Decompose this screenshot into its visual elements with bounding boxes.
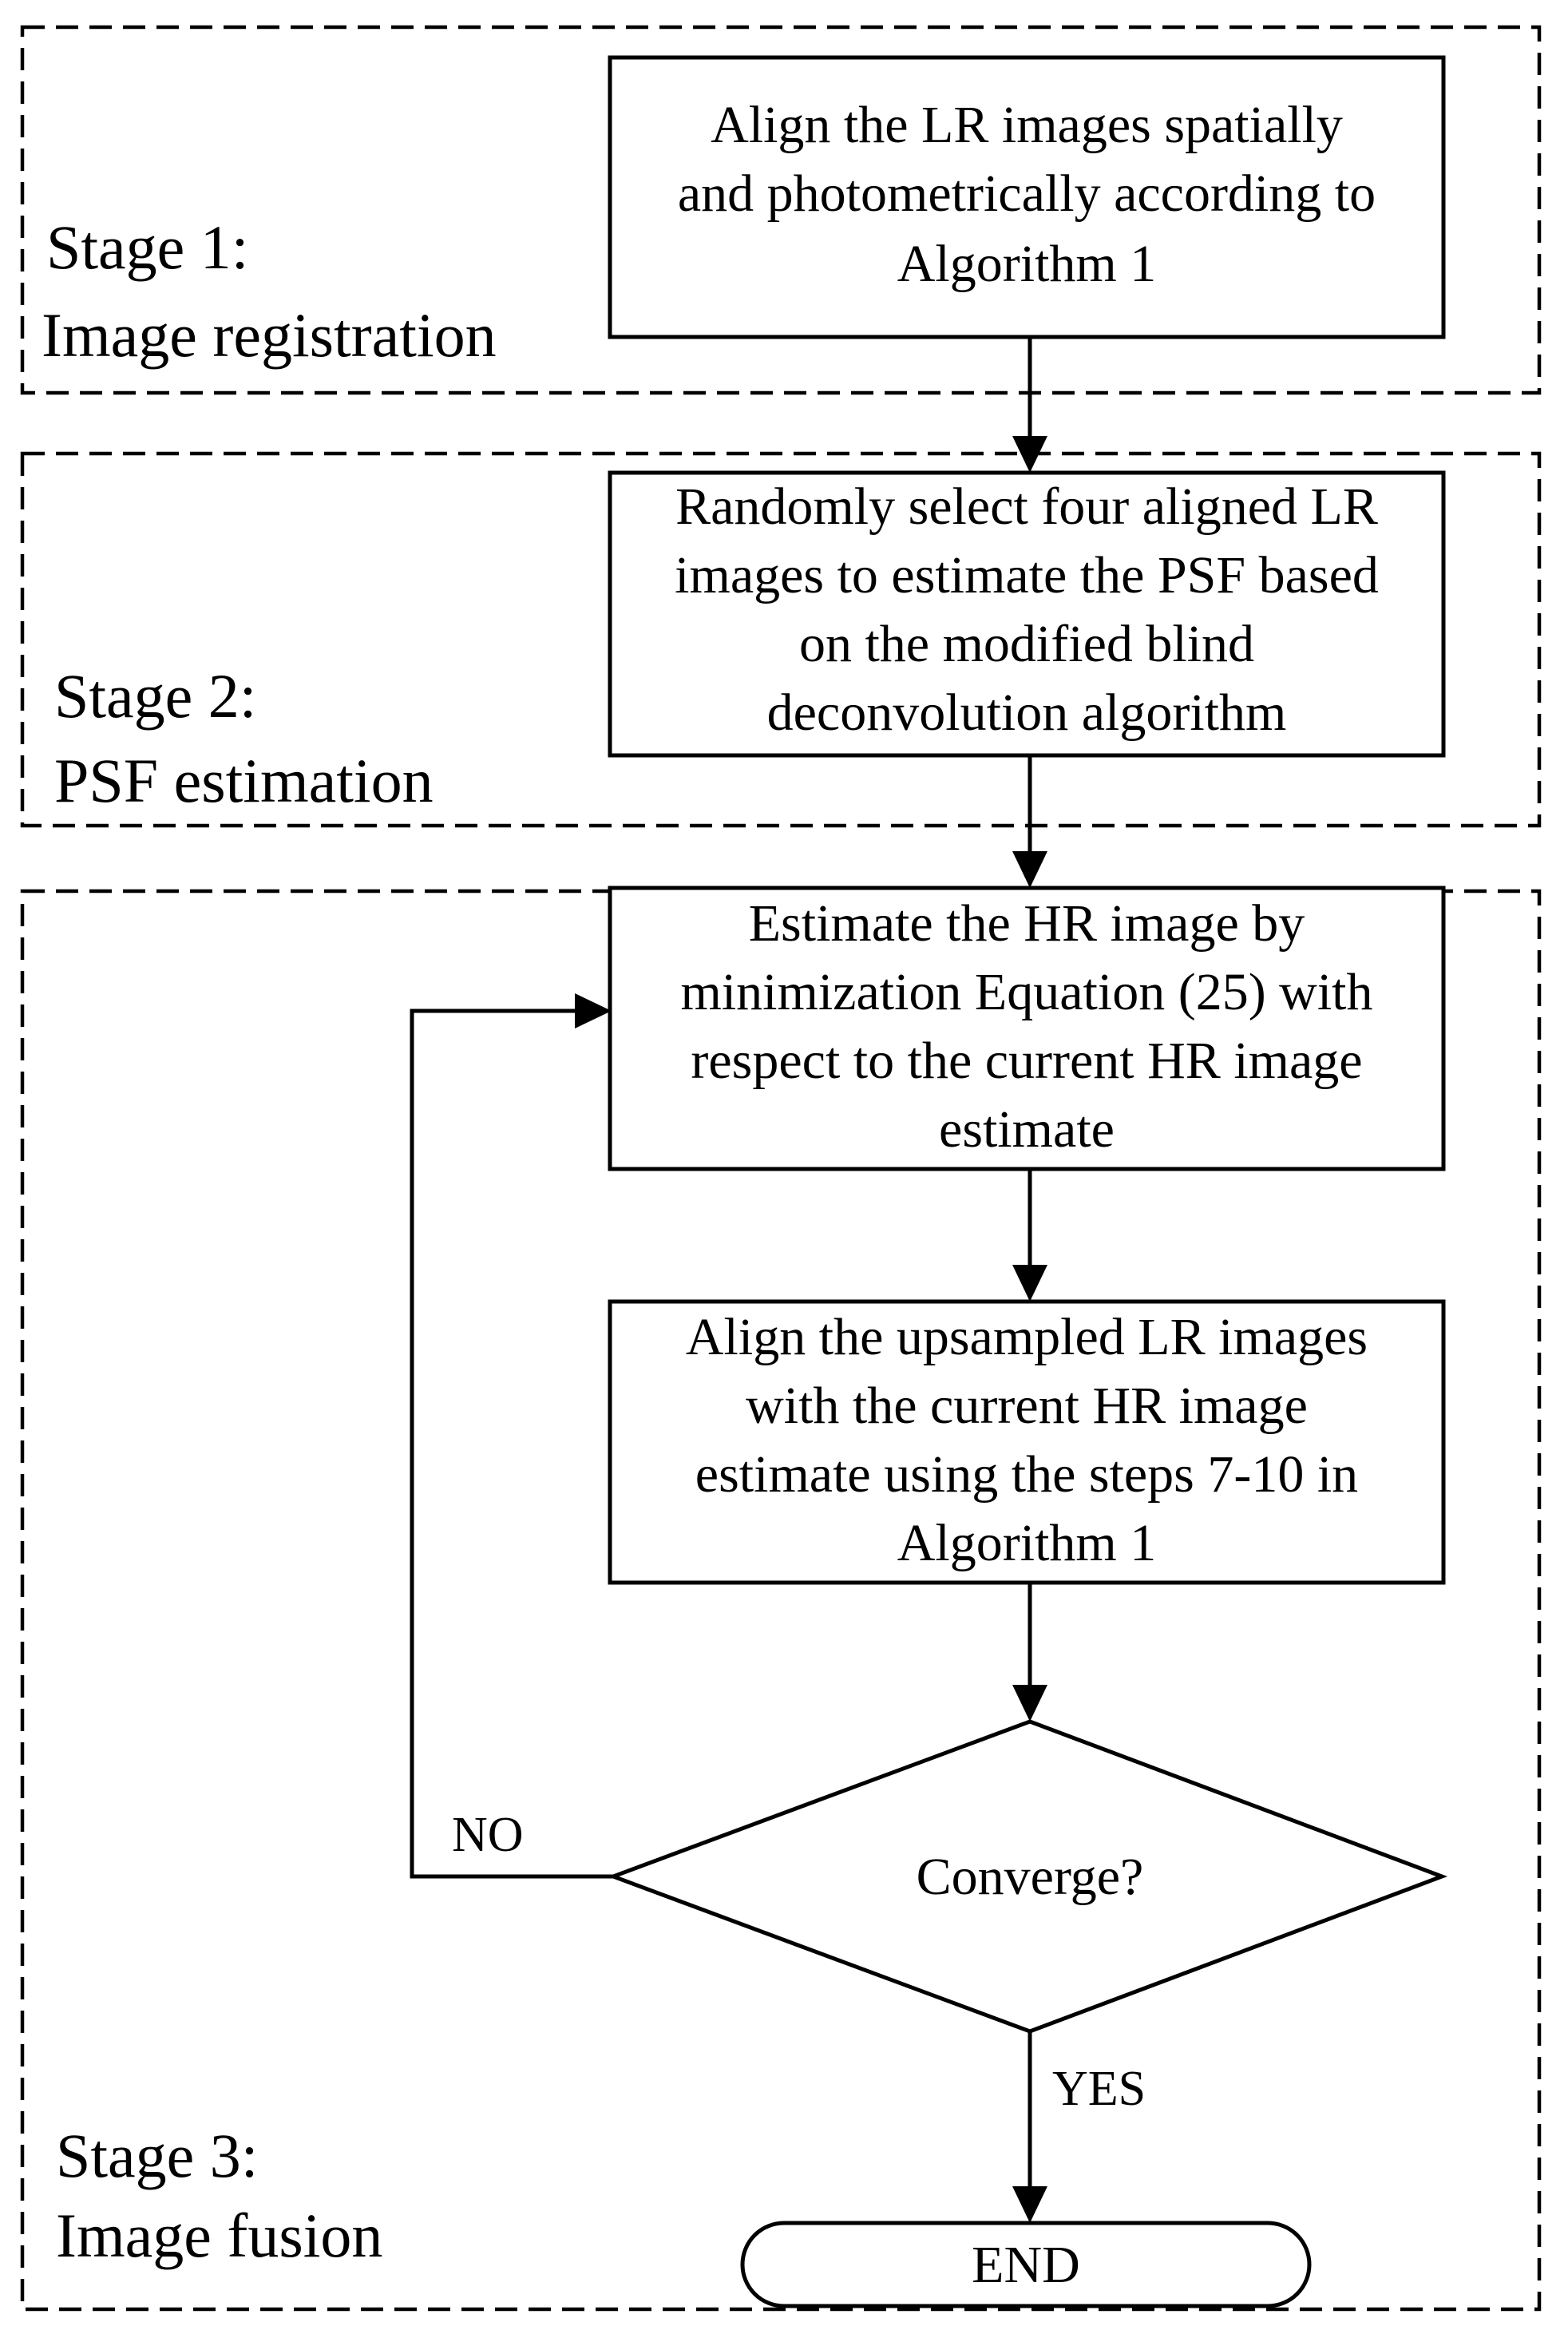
process-psf-box <box>608 470 1446 758</box>
process-estimate-hr: Estimate the HR image by minimization Eq… <box>608 886 1446 1171</box>
process-register-line-1: Align the LR images spatially <box>711 96 1343 154</box>
decision-converge-diamond <box>607 1719 1448 2034</box>
stage-3-title: Stage 3: <box>56 2121 258 2190</box>
arrow-head-estimate-to-align <box>1012 1265 1047 1302</box>
process-register-line-2: and photometrically according to <box>678 164 1376 223</box>
process-estimate-hr-line-2: minimization Equation (25) with <box>680 963 1372 1021</box>
edge-label-no: NO <box>452 1808 524 1862</box>
process-align-upsampled-line-4: Algorithm 1 <box>897 1514 1157 1572</box>
process-estimate-hr-line-3: respect to the current HR image <box>691 1032 1362 1090</box>
process-register-box <box>608 55 1446 339</box>
terminal-end: END <box>740 2221 1312 2308</box>
arrow-head-psf-to-estimate <box>1012 851 1047 888</box>
arrow-head-register-to-psf <box>1012 436 1047 473</box>
arrow-head-align-to-converge <box>1012 1685 1047 1722</box>
stage-2-group <box>20 451 1542 828</box>
stage-2-label: Stage 2: PSF estimation <box>54 661 434 815</box>
process-estimate-hr-box <box>608 886 1446 1171</box>
decision-converge-label: Converge? <box>917 1848 1144 1906</box>
stage-1-group <box>20 25 1542 395</box>
process-align-upsampled-line-3: estimate using the steps 7-10 in <box>695 1445 1358 1504</box>
connectors <box>410 337 1047 2223</box>
stage-2-title: Stage 2: <box>54 661 256 731</box>
process-align-upsampled: Align the upsampled LR images with the c… <box>608 1299 1446 1585</box>
stage-1-title: Stage 1: <box>46 212 248 282</box>
edge-label-yes: YES <box>1052 2062 1146 2116</box>
process-register-line-3: Algorithm 1 <box>897 235 1157 293</box>
process-align-upsampled-line-1: Align the upsampled LR images <box>686 1308 1368 1366</box>
arrow-head-converge-to-end <box>1012 2186 1047 2223</box>
stage-1-label: Stage 1: Image registration <box>42 212 497 370</box>
process-psf-line-2: images to estimate the PSF based <box>675 546 1379 604</box>
loop-back-no-path <box>410 1008 613 1879</box>
process-psf-line-4: deconvolution algorithm <box>767 684 1287 742</box>
stage-3-label: Stage 3: Image fusion <box>56 2121 382 2270</box>
process-psf: Randomly select four aligned LR images t… <box>608 470 1446 758</box>
terminal-end-box <box>740 2221 1312 2308</box>
process-psf-line-1: Randomly select four aligned LR <box>675 477 1378 536</box>
terminal-end-label: END <box>972 2236 1080 2294</box>
process-estimate-hr-line-4: estimate <box>939 1100 1115 1159</box>
process-estimate-hr-line-1: Estimate the HR image by <box>749 894 1305 953</box>
stage-1-name: Image registration <box>42 300 497 370</box>
arrow-head-loop-back <box>575 993 612 1028</box>
process-align-upsampled-line-2: with the current HR image <box>746 1377 1308 1435</box>
stage-3-name: Image fusion <box>56 2201 382 2270</box>
process-register: Align the LR images spatially and photom… <box>608 55 1446 339</box>
process-align-upsampled-box <box>608 1299 1446 1585</box>
stage-2-name: PSF estimation <box>54 746 434 815</box>
process-psf-line-3: on the modified blind <box>799 615 1254 673</box>
decision-converge: Converge? <box>607 1719 1448 2034</box>
